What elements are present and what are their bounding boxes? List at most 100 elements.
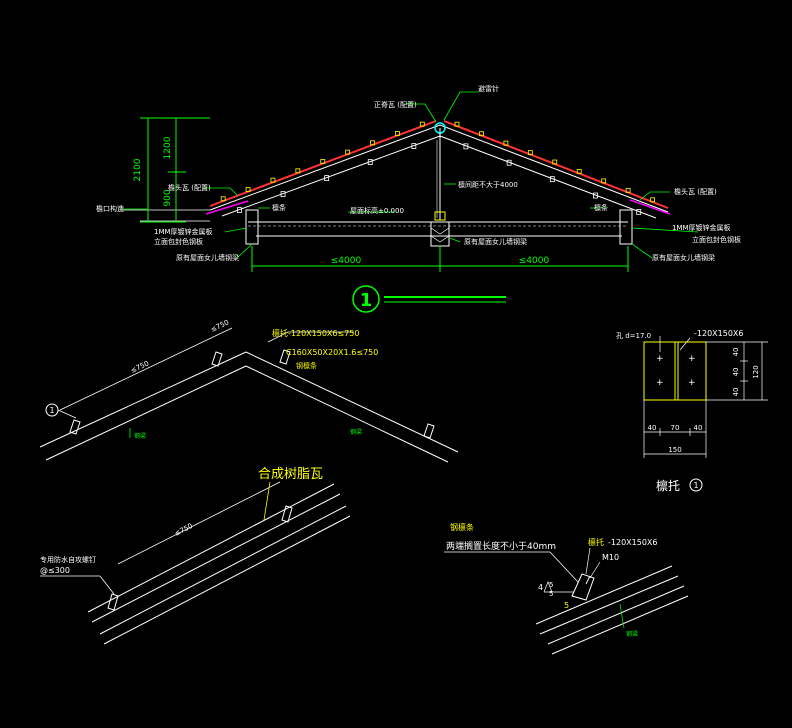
tile-mark: [245, 187, 251, 192]
bracket-right-dims: [706, 341, 768, 401]
detail-left-rafter-2: [45, 365, 247, 461]
purlin: [411, 143, 417, 150]
bearing-bracket: [571, 573, 595, 601]
tile-bracket: [281, 505, 293, 523]
dim-upper-height: 1200: [163, 136, 173, 159]
section-leaders: [120, 91, 699, 259]
detail-label-3: 钢檩条: [296, 361, 317, 370]
purlin: [367, 159, 373, 166]
detail-callout-number: 1: [49, 406, 54, 415]
horizontal-dims: [251, 246, 629, 272]
detail-label-2: C160X50X20X1.6≤750: [286, 348, 378, 357]
purlin: [280, 191, 286, 198]
tile-mark: [320, 159, 326, 164]
label-center-beam: 原有屋面女儿墙钢梁: [464, 237, 527, 246]
dim-right-span: ≤4000: [519, 256, 550, 266]
weld-d: 5: [564, 601, 569, 610]
detail-label-1: 檩托-120X150X6≤750: [272, 328, 359, 338]
purlin-bracket: [279, 349, 291, 365]
label-right-flashing-2: 立面包封色钢板: [692, 235, 741, 244]
tile-mark: [220, 196, 226, 202]
purlin: [593, 192, 598, 199]
tile-bracket: [107, 593, 119, 611]
detail-dim-line: [59, 327, 233, 411]
tile-mark: [370, 140, 375, 146]
tile-mark: [270, 177, 276, 183]
label-left-beam: 原有屋面女儿墙钢梁: [176, 253, 239, 262]
tile-mark: [650, 197, 655, 203]
dim-left-span: ≤4000: [331, 256, 362, 266]
middle-dim-line: [117, 481, 281, 565]
right-wall: [619, 209, 633, 245]
purlin: [506, 159, 512, 166]
resin-tile-detail: ≤750 合成树脂瓦 专用防水自攻螺钉 @≤300: [40, 467, 351, 645]
purlin-bracket: [69, 419, 81, 435]
weld-b: 5: [549, 581, 553, 589]
ridge-purlin-detail: ≤750 ≤750 1 檩托-120X150X6≤750 C160X50X20X…: [39, 318, 459, 463]
detail-tag-right: 钢梁: [350, 428, 362, 436]
label-right-eave-tile: 檐头瓦 (配置): [674, 187, 717, 196]
detail-brackets: [69, 349, 435, 439]
left-rafter: [209, 124, 441, 211]
label-left-eave-tile: 檐头瓦 (配置): [168, 183, 211, 192]
label-ridge-post: 檩间距不大于4000: [458, 180, 518, 189]
bolt-hole: +: [688, 378, 696, 388]
screw-spacing: @≤300: [40, 566, 70, 575]
bearing-line-2: [539, 575, 679, 635]
middle-title-leader: [263, 481, 271, 521]
middle-brackets: [107, 505, 293, 611]
bolt-hole: +: [656, 378, 664, 388]
detail-label-leader: [267, 331, 354, 343]
tile-mark: [552, 159, 558, 165]
weld-c: 5: [549, 590, 553, 598]
right-rafter-inner: [439, 135, 657, 219]
bracket-label-leader: [585, 547, 591, 575]
tile-mark: [576, 169, 582, 174]
purlin-bearing-detail: 钢檩条 两端搁置长度不小于40mm 檩托 -120X150X6 M10 4 5 …: [444, 522, 689, 655]
bracket-dim-b3: 40: [694, 424, 703, 432]
purlin: [549, 176, 555, 183]
label-left-gutter: 檐口构造: [96, 204, 124, 213]
bolt-label-leader: [589, 561, 601, 579]
bearing-bracket-label: 檩托: [588, 537, 604, 547]
bolt-hole: +: [688, 354, 696, 364]
weld-a: 4: [538, 583, 543, 592]
purlin-bracket: [423, 423, 435, 439]
bracket-dim-r1: 40: [732, 348, 740, 357]
middle-title: 合成树脂瓦: [258, 467, 323, 482]
bracket-dim-b1: 40: [648, 424, 657, 432]
left-membrane: [205, 200, 249, 215]
overlap-leader: [549, 551, 579, 583]
tile-mark: [454, 121, 460, 127]
detail-callout-leader: [57, 409, 77, 419]
bearing-bolt-label: M10: [602, 553, 619, 562]
weld-symbol: [543, 581, 553, 593]
tile-line-3: [99, 505, 347, 635]
plate-label-leader: [679, 337, 691, 351]
purlin: [237, 207, 242, 214]
label-left-flashing-2: 立面包封色钢板: [154, 237, 203, 246]
tile-mark: [419, 121, 425, 127]
label-left-flashing: 1MM厚镀锌金属板: [154, 227, 213, 236]
tile-line-4: [103, 515, 351, 645]
detail-tag-left: 钢梁: [134, 432, 146, 440]
right-rafter: [439, 124, 669, 213]
bearing-bolt: [585, 575, 591, 585]
detail-right-rafter: [245, 351, 459, 453]
detail-right-rafter-2: [245, 365, 449, 463]
tile-mark: [479, 131, 484, 137]
tile-mark: [345, 149, 351, 155]
bracket-dim-r3: 40: [732, 388, 740, 397]
bearing-beam-tag: 钢梁: [626, 630, 638, 638]
screw-label: 专用防水自攻螺钉: [40, 555, 96, 564]
section-ref-number: 1: [360, 290, 373, 311]
label-top-note: 避雷针: [478, 84, 499, 93]
tile-mark: [295, 168, 301, 174]
right-membrane: [629, 199, 671, 215]
purlins: [237, 143, 642, 215]
purlin: [463, 143, 469, 150]
label-right-beam: 原有屋面女儿墙钢梁: [652, 253, 715, 262]
tile-marks: [220, 121, 655, 203]
label-ridge-tile: 正脊瓦 (配置): [374, 100, 417, 109]
tile-mark: [625, 187, 631, 193]
